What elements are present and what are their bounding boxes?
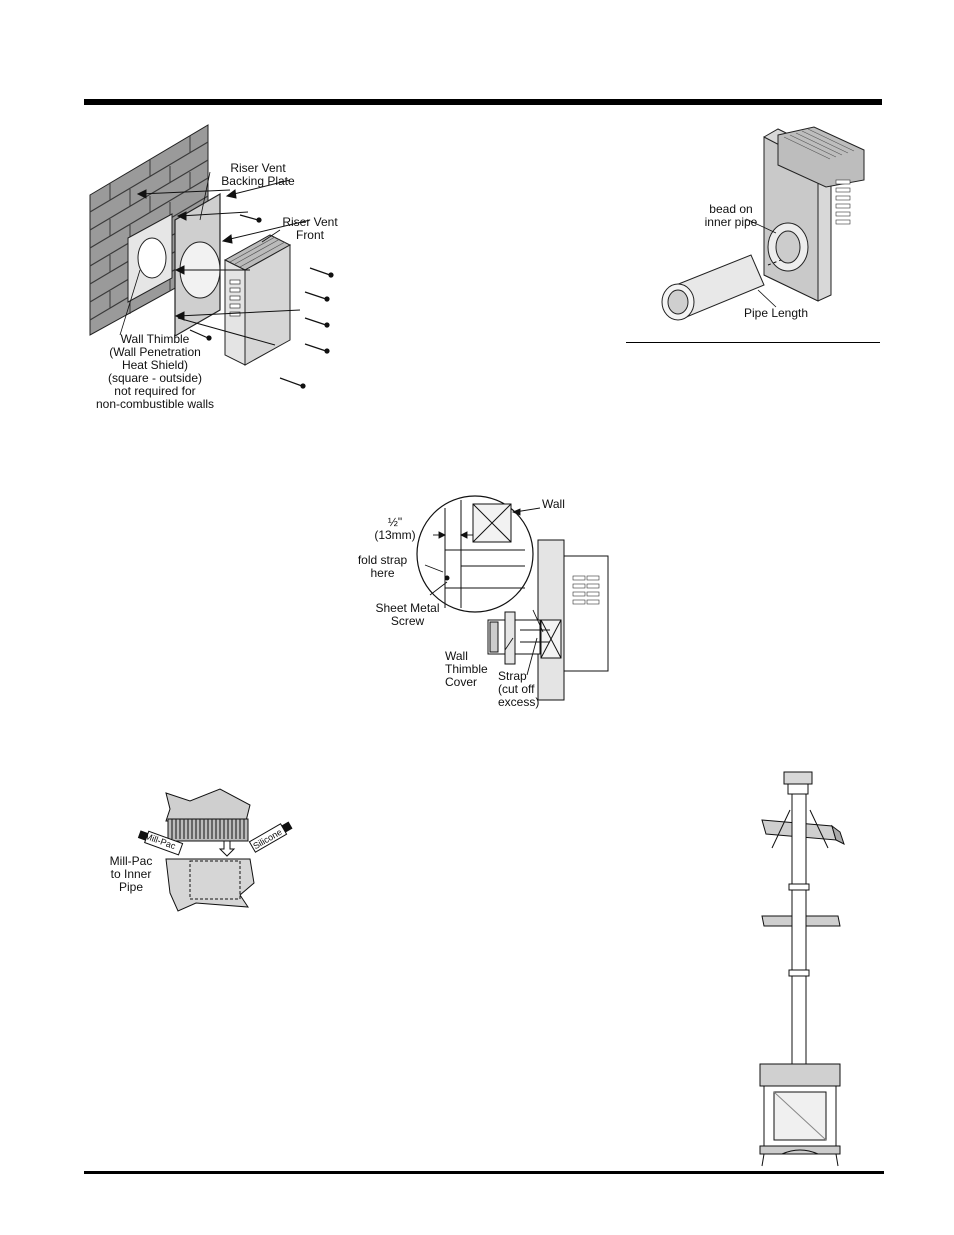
wall-thimble-label: Wall Thimble (Wall Penetration Heat Shie…: [95, 332, 215, 411]
riser-vent-exploded-figure: Riser Vent Backing Plate Riser Vent Fron…: [80, 120, 380, 420]
wall-label: Wall: [542, 497, 565, 511]
fold-strap-label: fold strap here: [357, 553, 408, 580]
strap-label: Strap (cut off excess): [498, 669, 540, 709]
riser-vent-illustration: [89, 124, 334, 389]
wall-strap-figure: ½" (13mm) Wall fold strap here Sheet Met…: [355, 490, 615, 715]
pipe-length-label: Pipe Length: [743, 306, 809, 320]
vertical-install-figure: [752, 770, 852, 1170]
front-label: Riser Vent Front: [282, 215, 338, 242]
dimension-label: ½" (13mm): [374, 515, 416, 542]
figure-divider: [626, 342, 880, 343]
sealant-figure: Mill-Pac Silicone Mill-Pac to Inner Pipe: [100, 783, 300, 923]
header-rule: [84, 99, 882, 105]
backing-plate-label: Riser Vent Backing Plate: [221, 161, 295, 188]
pipe-connection-figure: bead on inner pipe Pipe Length: [626, 125, 880, 345]
pipe-connection-illustration: [661, 126, 865, 321]
screw-label: Sheet Metal Screw: [375, 601, 440, 628]
sealant-illustration: [137, 788, 293, 912]
thimble-cover-label: Wall Thimble Cover: [445, 649, 488, 689]
millpac-label: Mill-Pac to Inner Pipe: [109, 854, 153, 894]
vertical-install-illustration: [759, 771, 845, 1167]
bead-label: bead on inner pipe: [704, 202, 758, 229]
footer-rule: [84, 1171, 884, 1174]
wall-strap-illustration: [416, 495, 609, 701]
